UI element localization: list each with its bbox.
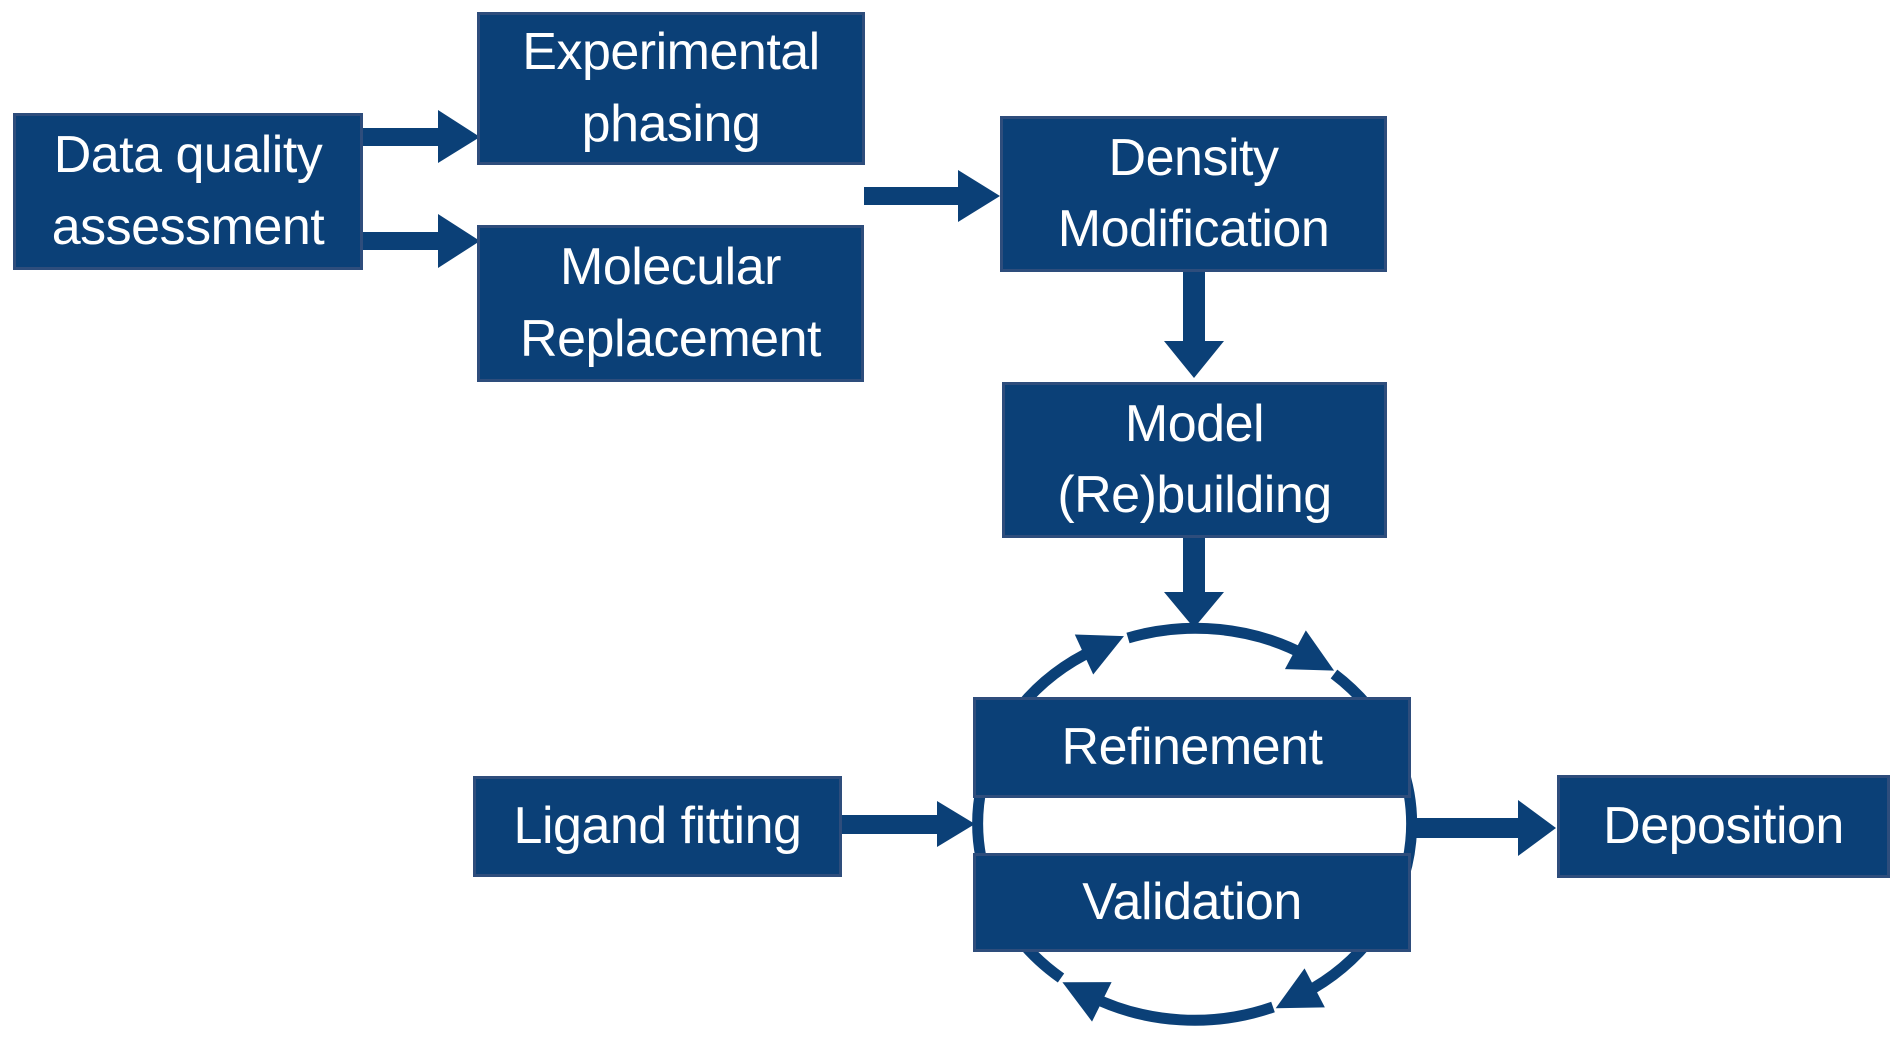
arrow-phasing-to-density-modification (864, 170, 1000, 222)
node-model-rebuilding: Model (Re)building (1002, 382, 1387, 538)
arrow-density-modification-to-model-rebuilding (1164, 272, 1224, 378)
cycle-arc-bottom (1062, 982, 1275, 1026)
node-ligand-fitting: Ligand fitting (473, 776, 842, 877)
node-experimental-phasing: Experimental phasing (477, 12, 865, 165)
arrow-dqa-to-molecular-replacement (363, 214, 480, 268)
arrow-dqa-to-experimental-phasing (363, 110, 480, 163)
node-label: Validation (1082, 872, 1302, 931)
node-deposition: Deposition (1557, 775, 1890, 878)
node-label: Molecular Replacement (520, 238, 821, 368)
node-label: Model (Re)building (1057, 394, 1332, 524)
node-label: Experimental phasing (522, 23, 820, 153)
arrow-model-rebuilding-to-cycle (1164, 538, 1224, 628)
node-label: Deposition (1603, 796, 1844, 855)
node-data-quality-assessment: Data quality assessment (13, 113, 363, 270)
node-refinement: Refinement (973, 697, 1411, 798)
node-validation: Validation (973, 853, 1411, 952)
node-molecular-replacement: Molecular Replacement (477, 225, 864, 382)
arrow-cycle-to-deposition (1411, 800, 1556, 856)
arrows (363, 110, 1556, 856)
cycle-arc-top (1126, 622, 1335, 671)
node-density-modification: Density Modification (1000, 116, 1387, 272)
refinement-validation-cycle (972, 622, 1418, 1026)
arrow-ligand-fitting-to-cycle (841, 801, 975, 847)
node-label: Refinement (1061, 717, 1323, 776)
node-label: Ligand fitting (513, 796, 802, 855)
node-label: Data quality assessment (51, 126, 325, 256)
node-label: Density Modification (1057, 128, 1330, 258)
